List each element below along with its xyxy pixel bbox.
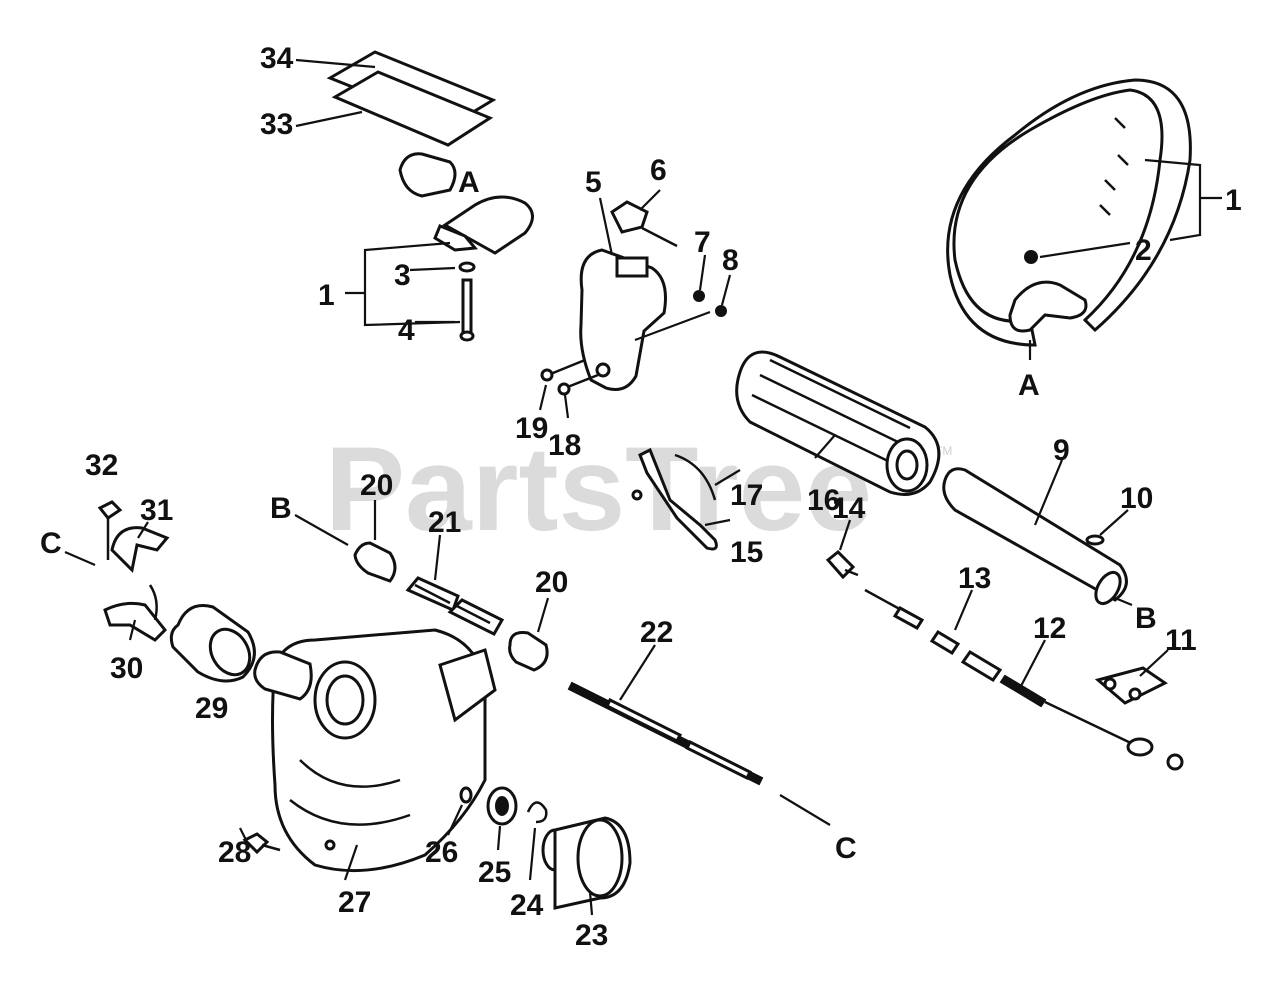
watermark: PartsTree — [325, 422, 872, 556]
callout-14: 14 — [832, 492, 866, 525]
callout-11: 11 — [1165, 624, 1197, 657]
callout-28: 28 — [218, 836, 251, 869]
part-20-bushing-upper[interactable] — [353, 541, 397, 583]
part-7-nut[interactable] — [693, 290, 705, 302]
callout-12: 12 — [1033, 612, 1066, 645]
callout-1-loop: 1 — [1225, 184, 1242, 217]
part-12-throttle-cable[interactable] — [960, 649, 1184, 771]
part-17-spring[interactable] — [674, 453, 717, 501]
callout-7: 7 — [694, 226, 711, 259]
part-21-drive-shaft-bushing[interactable] — [405, 576, 505, 636]
part-1-loop-handle[interactable] — [946, 78, 1192, 347]
callout-20-lower: 20 — [535, 566, 568, 599]
callout-31: 31 — [140, 494, 173, 527]
part-26-washer[interactable] — [459, 786, 473, 804]
part-8-nut[interactable] — [715, 305, 727, 317]
part-15-throttle-lever[interactable] — [631, 447, 718, 551]
part-19-screw[interactable] — [540, 358, 586, 382]
callout-24: 24 — [510, 889, 544, 922]
part-24-snap-ring[interactable] — [526, 801, 548, 824]
callout-3: 3 — [394, 259, 411, 292]
callout-18: 18 — [548, 429, 581, 462]
part-23-collar[interactable] — [541, 816, 632, 910]
callout-c-left: C — [40, 527, 62, 560]
part-6-stop-switch[interactable] — [610, 200, 678, 248]
callout-8: 8 — [722, 244, 739, 277]
part-33-label-sheet[interactable] — [331, 70, 494, 147]
callout-19: 19 — [515, 412, 548, 445]
callout-21: 21 — [428, 506, 461, 539]
callout-26: 26 — [425, 836, 458, 869]
part-2-screw[interactable] — [1024, 250, 1038, 264]
callout-10: 10 — [1120, 482, 1153, 515]
callout-22: 22 — [640, 616, 673, 649]
callout-1-clamp: 1 — [318, 279, 335, 312]
part-27-fan-housing[interactable] — [253, 628, 497, 873]
part-10-pin[interactable] — [1085, 534, 1105, 546]
part-20-bushing-lower[interactable] — [508, 631, 549, 672]
callout-c-right: C — [835, 832, 857, 865]
part-31-clamp[interactable] — [110, 526, 170, 574]
callout-a-top: A — [458, 166, 480, 199]
callout-b-left: B — [270, 492, 292, 525]
callout-32: 32 — [85, 449, 118, 482]
part-18-screw[interactable] — [557, 373, 599, 396]
part-32-bolt[interactable] — [97, 500, 123, 560]
callout-25: 25 — [478, 856, 511, 889]
callout-30: 30 — [110, 652, 143, 685]
callout-5: 5 — [585, 166, 602, 199]
part-28-screw[interactable] — [242, 832, 281, 855]
callout-33: 33 — [260, 108, 293, 141]
part-25-bearing[interactable] — [486, 786, 518, 826]
callout-23: 23 — [575, 919, 608, 952]
callout-b-right: B — [1135, 602, 1157, 635]
part-29-filter[interactable] — [169, 604, 257, 683]
callout-29: 29 — [195, 692, 228, 725]
callout-4: 4 — [398, 314, 415, 347]
part-5-throttle-housing[interactable] — [579, 248, 667, 391]
callout-15: 15 — [730, 536, 763, 569]
callout-13: 13 — [958, 562, 991, 595]
part-13-cable-adjuster[interactable] — [864, 588, 961, 656]
callout-2: 2 — [1135, 234, 1152, 267]
callout-9: 9 — [1053, 434, 1070, 467]
part-1-clamp-assembly[interactable] — [398, 152, 534, 342]
callout-34: 34 — [260, 42, 294, 75]
part-14-bolt[interactable] — [825, 549, 859, 580]
part-30-bracket[interactable] — [103, 584, 168, 642]
part-16-grip[interactable] — [735, 350, 941, 496]
callout-16: 16 — [807, 484, 840, 517]
callout-20-upper: 20 — [360, 469, 393, 502]
part-9-tube[interactable] — [942, 467, 1128, 608]
part-22-drive-shaft[interactable] — [567, 681, 764, 786]
callout-27: 27 — [338, 886, 371, 919]
callout-a-right: A — [1018, 369, 1040, 402]
callout-6: 6 — [650, 154, 667, 187]
callout-17: 17 — [730, 479, 763, 512]
part-11-plate[interactable] — [1094, 666, 1168, 705]
